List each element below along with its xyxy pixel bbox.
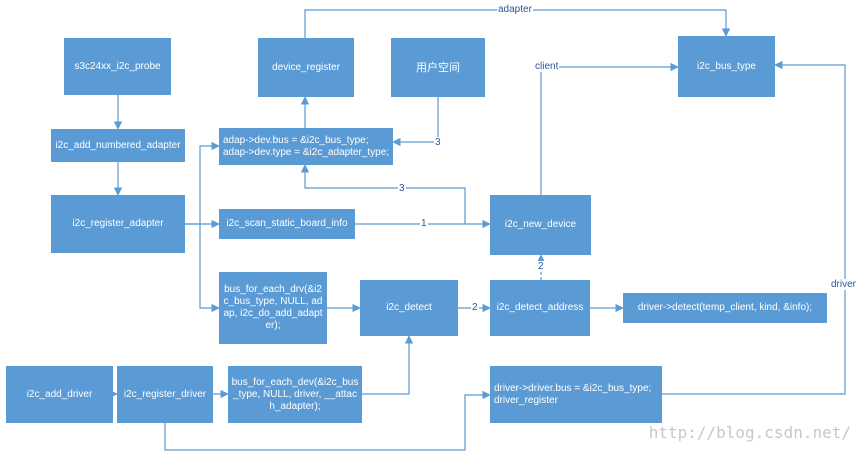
node-i2c-register-driver: i2c_register_driver — [117, 366, 213, 423]
node-device-register-label: device_register — [272, 61, 340, 73]
node-i2c-detect-address: i2c_detect_address — [490, 280, 590, 336]
edge-user-space-to-adap-assign — [392, 97, 439, 147]
node-i2c-add-numbered-adapter: i2c_add_numbered_adapter — [51, 129, 185, 162]
edge-label-3-mid: 3 — [398, 183, 406, 194]
edge-register-adapter-to-bus-each-drv — [199, 224, 220, 313]
edge-label-2-vertical: 2 — [537, 261, 545, 272]
node-user-space-label: 用户空间 — [416, 60, 460, 74]
edge-label-2-horizontal: 2 — [471, 302, 479, 313]
node-i2c-bus-type: i2c_bus_type — [678, 36, 775, 97]
edge-new-device-to-bus-type — [540, 62, 679, 195]
node-i2c-register-driver-label: i2c_register_driver — [123, 388, 207, 400]
edge-label-client: client — [534, 61, 560, 72]
edge-new-device-to-adap-assign — [300, 164, 466, 224]
node-device-register: device_register — [258, 38, 354, 97]
node-i2c-bus-type-label: i2c_bus_type — [697, 60, 756, 72]
node-bus-for-each-drv-label: bus_for_each_drv(&i2c_bus_type, NULL, ad… — [223, 284, 323, 331]
edge-label-driver: driver — [830, 279, 858, 290]
node-driver-detect-label: driver->detect(temp_client, kind, &info)… — [637, 302, 813, 313]
node-bus-for-each-dev: bus_for_each_dev(&i2c_bus_type, NULL, dr… — [228, 366, 362, 423]
node-i2c-detect-label: i2c_detect — [386, 302, 432, 313]
node-i2c-scan-static-board-info: i2c_scan_static_board_info — [219, 209, 355, 239]
node-i2c-detect: i2c_detect — [360, 280, 458, 336]
node-bus-for-each-drv: bus_for_each_drv(&i2c_bus_type, NULL, ad… — [219, 272, 327, 344]
node-i2c-add-driver-label: i2c_add_driver — [26, 388, 93, 400]
edge-bus-each-dev-to-detect — [362, 335, 414, 395]
node-i2c-add-driver: i2c_add_driver — [6, 366, 113, 423]
node-i2c-detect-address-label: i2c_detect_address — [496, 302, 584, 313]
edge-label-1: 1 — [420, 218, 428, 229]
edge-register-driver-to-driver-assign — [164, 390, 491, 451]
node-bus-for-each-dev-label: bus_for_each_dev(&i2c_bus_type, NULL, dr… — [231, 376, 359, 412]
node-adap-assign: adap->dev.bus = &i2c_bus_type; adap->dev… — [219, 128, 393, 165]
node-i2c-register-adapter: i2c_register_adapter — [51, 195, 185, 253]
node-user-space: 用户空间 — [391, 38, 485, 97]
node-i2c-new-device: i2c_new_device — [490, 195, 591, 255]
node-s3c24xx-i2c-probe: s3c24xx_i2c_probe — [64, 38, 171, 95]
node-i2c-register-adapter-label: i2c_register_adapter — [72, 218, 164, 229]
node-adap-assign-label: adap->dev.bus = &i2c_bus_type; adap->dev… — [223, 134, 390, 158]
node-driver-assign: driver->driver.bus = &i2c_bus_type; driv… — [490, 366, 662, 423]
edge-label-adapter: adapter — [497, 4, 533, 15]
edge-driver-assign-to-bus-type — [662, 60, 846, 395]
node-i2c-add-numbered-adapter-label: i2c_add_numbered_adapter — [55, 139, 181, 151]
node-driver-assign-label: driver->driver.bus = &i2c_bus_type; driv… — [494, 382, 652, 406]
edge-label-3-user: 3 — [434, 137, 442, 148]
edge-register-adapter-to-adap-assign — [185, 141, 220, 225]
node-driver-detect: driver->detect(temp_client, kind, &info)… — [623, 293, 827, 323]
watermark: http://blog.csdn.net/ — [648, 423, 851, 442]
node-i2c-scan-static-board-info-label: i2c_scan_static_board_info — [226, 218, 348, 229]
node-s3c24xx-i2c-probe-label: s3c24xx_i2c_probe — [74, 60, 161, 72]
node-i2c-new-device-label: i2c_new_device — [504, 219, 577, 230]
